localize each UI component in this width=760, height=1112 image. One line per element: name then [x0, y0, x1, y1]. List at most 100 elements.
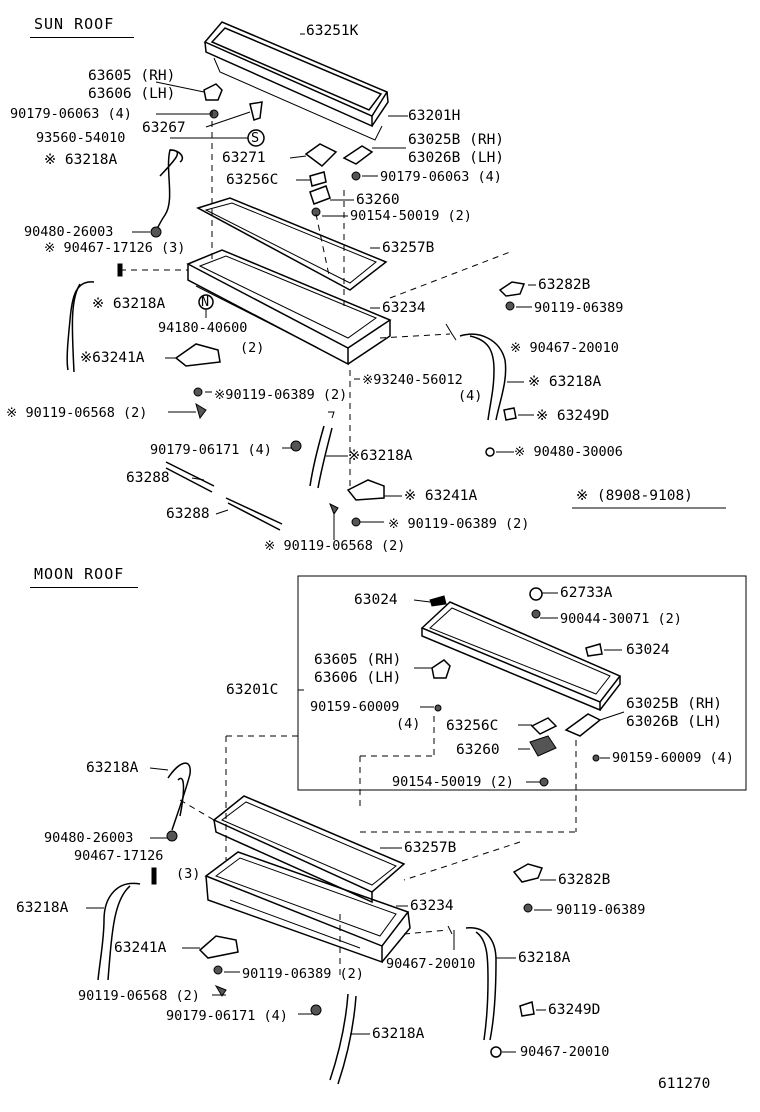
clamp-90480-26003	[150, 226, 162, 238]
bolt-90119-06568-a	[195, 402, 207, 420]
moon-clip-90467-20010	[490, 1046, 502, 1058]
moon-roof-title-underline	[30, 587, 138, 588]
label-63606: 63606 (LH)	[88, 86, 176, 102]
moon-bolt-90119-06568	[214, 984, 227, 997]
moon-label-63201C: 63201C	[226, 682, 279, 698]
label-93240-qty: (4)	[458, 388, 483, 404]
moon-nut-90179-06171	[310, 1004, 322, 1016]
clip-63267	[249, 101, 263, 121]
bracket-63256C	[309, 171, 327, 187]
moon-label-63249D: 63249D	[548, 1002, 601, 1018]
sun-roof-drawing	[66, 21, 526, 531]
label-63271: 63271	[222, 150, 266, 166]
label-63026B: 63026B (LH)	[408, 150, 505, 166]
moon-hose-2	[97, 882, 141, 981]
glass-frame	[213, 57, 383, 141]
label-63025B: 63025B (RH)	[408, 132, 505, 148]
label-63218A-2: ※ 63218A	[92, 296, 166, 312]
moon-roof-drawing	[97, 575, 747, 1085]
moon-label-90480-26003: 90480-26003	[44, 830, 134, 846]
moon-bolt-90119	[523, 903, 533, 913]
figure-number: 611270	[658, 1076, 711, 1092]
moon-label-90467-20010-a: 90467-20010	[386, 956, 476, 972]
moon-label-63241A: 63241A	[114, 940, 167, 956]
bracket-63282B	[498, 281, 526, 297]
moon-clip-90467	[151, 867, 157, 885]
label-90467-20010: ※ 90467-20010	[510, 340, 619, 356]
clip-90467-17126	[117, 263, 123, 277]
label-63267: 63267	[142, 120, 186, 136]
label-63288-b: 63288	[166, 506, 210, 522]
clip-63024-b	[585, 643, 603, 657]
bolt-90159-b	[592, 754, 600, 762]
moon-label-63282B: 63282B	[558, 872, 611, 888]
clamp-63249D	[503, 407, 517, 421]
moon-label-90179-06171: 90179-06171 (4)	[166, 1008, 288, 1024]
n-marker: N	[201, 294, 210, 310]
bracket-63260-moon	[529, 735, 557, 757]
label-63201H: 63201H	[408, 108, 461, 124]
moon-housing	[204, 851, 411, 964]
bracket-63260	[309, 185, 331, 205]
moon-hose-4	[329, 993, 349, 1081]
moon-label-90467-qty: (3)	[176, 866, 201, 882]
bracket-63241A-2	[346, 479, 385, 501]
moon-label-63024-a: 63024	[354, 592, 398, 608]
moon-label-90044-30071: 90044-30071 (2)	[560, 611, 682, 627]
label-63605: 63605 (RH)	[88, 68, 176, 84]
label-94180-qty: (2)	[240, 340, 265, 356]
sun-roof-title-underline	[30, 37, 134, 38]
moon-label-90154-50019: 90154-50019 (2)	[392, 774, 514, 790]
label-90119-06389-c: ※ 90119-06389 (2)	[388, 516, 530, 532]
bolt-90159-a	[434, 704, 442, 712]
moon-label-63606: 63606 (LH)	[314, 670, 402, 686]
bracket-63256C-moon	[530, 717, 558, 735]
seal-63288-b	[225, 497, 283, 525]
moon-hose-1	[167, 762, 191, 831]
bracket-63271	[304, 143, 338, 167]
label-63256C: 63256C	[226, 172, 279, 188]
moon-roof-title: MOON ROOF	[34, 565, 125, 583]
moon-bracket-63241A	[198, 935, 239, 959]
moon-label-63218A-3: 63218A	[518, 950, 571, 966]
drain-hose-4	[309, 425, 325, 487]
cap-62733A	[529, 587, 543, 601]
moon-clamp-63249D	[519, 1001, 535, 1017]
bolt-90179-b	[351, 171, 361, 181]
label-63257B: 63257B	[382, 240, 435, 256]
sun-roof-title: SUN ROOF	[34, 15, 115, 33]
moon-label-63024-b: 63024	[626, 642, 670, 658]
note-date-range: ※ (8908-9108)	[576, 488, 693, 504]
label-90179-06171: 90179-06171 (4)	[150, 442, 272, 458]
drain-hose-1	[154, 149, 179, 233]
label-93240-56012: ※93240-56012	[362, 372, 463, 388]
label-63241A-1: ※63241A	[80, 350, 145, 366]
label-90119-06389-a: 90119-06389	[534, 300, 624, 316]
bracket-63605-moon	[431, 659, 451, 679]
moon-weatherstrip	[212, 795, 406, 893]
moon-label-90119-06568: 90119-06568 (2)	[78, 988, 200, 1004]
label-63282B: 63282B	[538, 277, 591, 293]
bracket-63025B-moon	[564, 713, 602, 737]
label-63249D: ※ 63249D	[536, 408, 610, 424]
moon-label-63605: 63605 (RH)	[314, 652, 402, 668]
label-90119-06568-a: ※ 90119-06568 (2)	[6, 405, 148, 421]
label-63288-a: 63288	[126, 470, 170, 486]
label-90119-06568-b: ※ 90119-06568 (2)	[264, 538, 406, 554]
bracket-63605	[203, 83, 223, 101]
moon-label-90467-20010-b: 90467-20010	[520, 1044, 610, 1060]
moon-label-63218A-1: 63218A	[86, 760, 139, 776]
label-93560-54010: 93560-54010	[36, 130, 126, 146]
bolt-90119-06568-b	[329, 502, 339, 516]
nut-90179-06171	[290, 440, 302, 452]
moon-label-63218A-4: 63218A	[372, 1026, 425, 1042]
label-63251K: 63251K	[306, 23, 359, 39]
moon-bracket-63282B	[512, 863, 544, 883]
moon-hose-3	[465, 927, 497, 1041]
moon-bolt-90119-06389	[213, 965, 223, 975]
label-90154-50019: 90154-50019 (2)	[350, 208, 472, 224]
leader-lines	[86, 33, 726, 1053]
moon-label-90467-17126: 90467-17126	[74, 848, 164, 864]
moon-clamp-90480	[166, 830, 178, 842]
moon-label-90119-06389-b: 90119-06389 (2)	[242, 966, 364, 982]
